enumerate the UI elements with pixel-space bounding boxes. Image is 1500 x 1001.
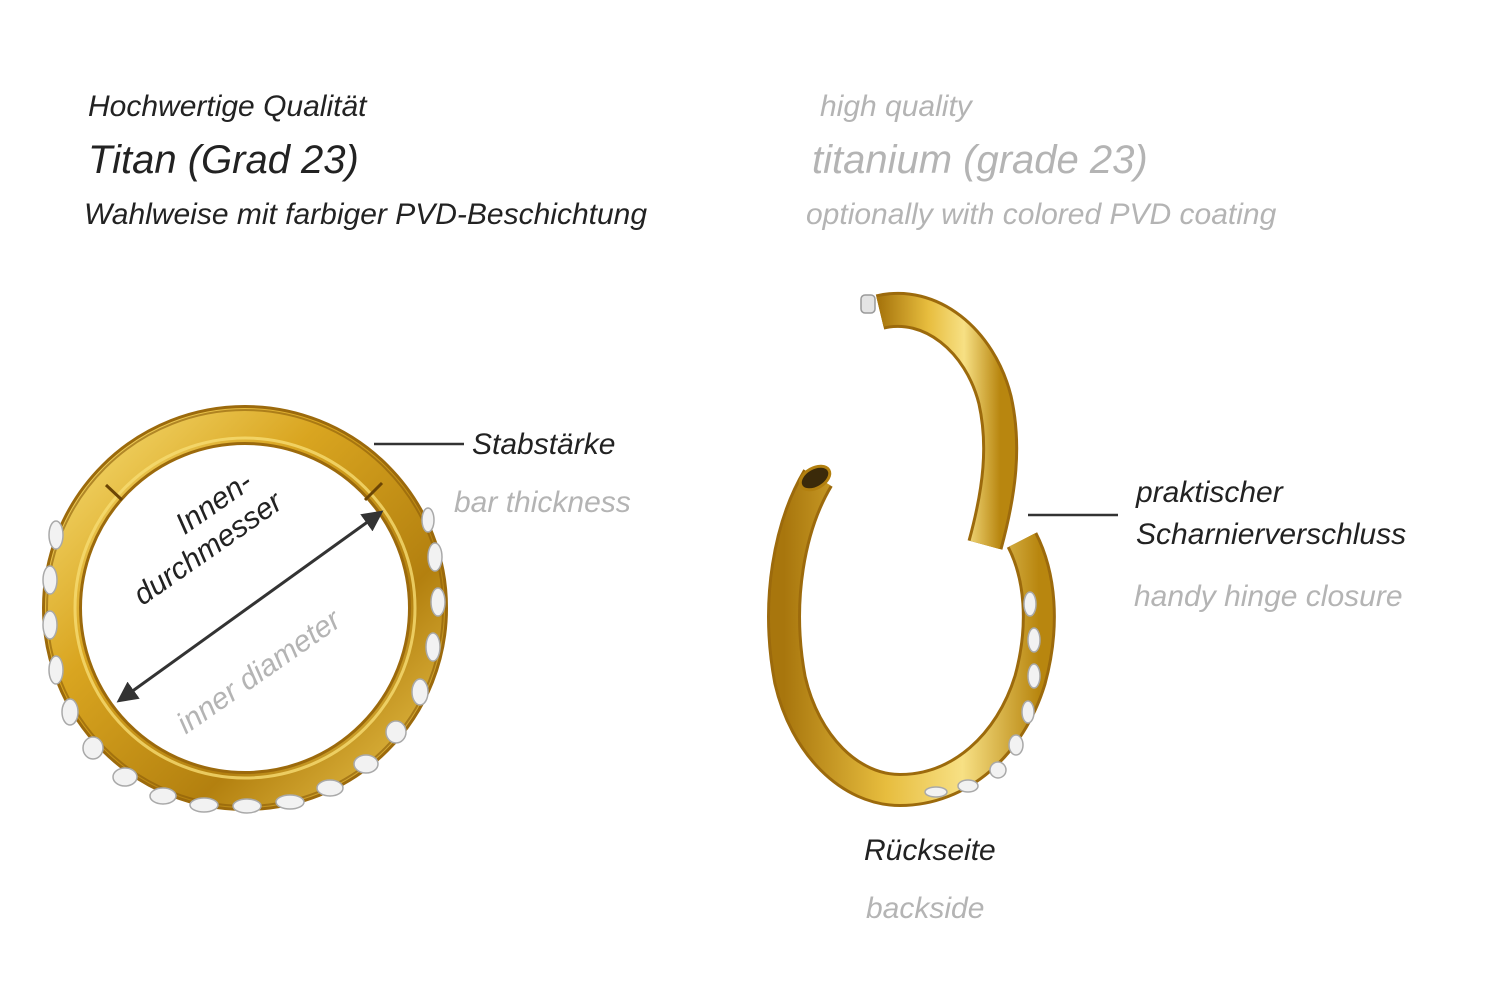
quality-label-en: high quality	[820, 90, 972, 123]
backside-label-de: Rückseite	[864, 834, 996, 867]
hinge-seam-left	[104, 483, 124, 502]
open-hinge-ring	[767, 291, 1056, 808]
material-label-en: titanium (grade 23)	[812, 138, 1148, 182]
hinge-label-en: handy hinge closure	[1134, 580, 1403, 613]
bar-thickness-label-en: bar thickness	[454, 486, 631, 519]
inner-diameter-arrow	[116, 510, 384, 703]
hinge-seam-right	[363, 481, 384, 502]
backside-label-en: backside	[866, 892, 985, 925]
material-label-de: Titan (Grad 23)	[88, 138, 359, 182]
crystal-stones-back	[924, 591, 1041, 798]
coating-label-en: optionally with colored PVD coating	[806, 198, 1277, 231]
pin-tip	[860, 294, 876, 314]
coating-label-de: Wahlweise mit farbiger PVD-Beschichtung	[84, 198, 648, 231]
hinge-label-de-line2: Scharnierverschluss	[1136, 518, 1407, 551]
front-ring	[42, 405, 448, 814]
quality-label-de: Hochwertige Qualität	[88, 90, 367, 123]
open-end-cap	[798, 464, 832, 492]
crystal-stones-front	[42, 507, 446, 814]
bar-thickness-label-de: Stabstärke	[472, 428, 616, 461]
hinge-label-de-line1: praktischer	[1136, 476, 1283, 509]
